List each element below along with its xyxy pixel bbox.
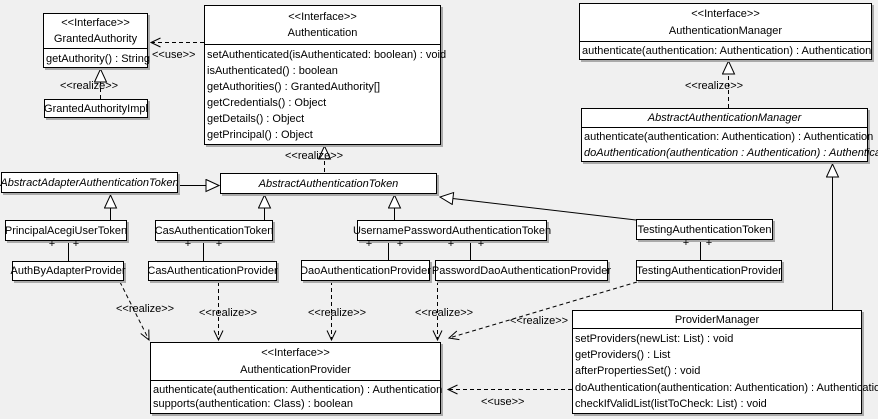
method: doAuthentication(authentication: Authent… xyxy=(575,381,878,394)
class-granted-authority-impl[interactable]: GrantedAuthorityImpl xyxy=(44,99,148,118)
method: getPrincipal() : Object xyxy=(207,129,313,141)
stereotype-label: <<Interface>> xyxy=(61,17,130,30)
class-name: CasAuthenticationToken xyxy=(154,224,274,237)
stereotype-label: <<Interface>> xyxy=(288,10,357,23)
edge-label-realize: <<realize>> xyxy=(308,307,367,319)
multiplicity-plus: + xyxy=(365,238,373,250)
edge-label-use: <<use>> xyxy=(481,396,525,408)
edge-label-realize: <<realize>> xyxy=(199,307,258,319)
edge-label-realize: <<realize>> xyxy=(415,307,474,319)
class-abstract-adapter-authentication-token[interactable]: AbstractAdapterAuthenticationToken xyxy=(0,172,179,193)
class-name: AbstractAuthenticationToken xyxy=(258,177,399,190)
class-testing-authentication-token[interactable]: TestingAuthenticationToken xyxy=(636,219,773,240)
class-name: GrantedAuthority xyxy=(53,32,138,45)
methods-compartment: setProviders(newList: List) : void getPr… xyxy=(573,328,878,414)
class-authentication-provider[interactable]: <<Interface>> AuthenticationProvider aut… xyxy=(150,342,443,414)
method: authenticate(authentication: Authenticat… xyxy=(582,45,872,57)
class-provider-manager[interactable]: ProviderManager setProviders(newList: Li… xyxy=(572,310,878,414)
methods-compartment: getAuthority() : String xyxy=(44,48,150,68)
edge-label-realize: <<realize>> xyxy=(60,80,119,92)
method: checkIfValidList(listToCheck: List) : vo… xyxy=(575,397,767,410)
method: getAuthority() : String xyxy=(46,52,150,65)
method: supports(authentication: Class) : boolea… xyxy=(153,398,353,411)
method: getAuthorities() : GrantedAuthority[] xyxy=(207,81,381,93)
methods-compartment: authenticate(authentication: Authenticat… xyxy=(580,41,871,60)
class-cas-authentication-provider[interactable]: CasAuthenticationProvider xyxy=(147,261,278,281)
class-name: AbstractAdapterAuthenticationToken xyxy=(0,176,179,189)
realize-testingProvider-to-authenticationProvider xyxy=(447,281,638,341)
multiplicity-plus: + xyxy=(72,238,80,250)
class-abstract-authentication-manager[interactable]: AbstractAuthenticationManager authentica… xyxy=(581,108,878,162)
class-header: AbstractAuthenticationManager xyxy=(582,109,867,127)
class-cas-authentication-token[interactable]: CasAuthenticationToken xyxy=(155,220,273,241)
stereotype-label: <<Interface>> xyxy=(261,347,330,360)
class-name: AuthenticationManager xyxy=(668,24,783,37)
realize-authByAdapterProvider-to-authenticationProvider xyxy=(119,281,150,342)
class-name: AuthenticationProvider xyxy=(240,363,351,376)
multiplicity-plus: + xyxy=(447,238,455,250)
class-auth-by-adapter-provider[interactable]: AuthByAdapterProvider xyxy=(10,261,126,281)
class-username-password-authentication-token[interactable]: UsernamePasswordAuthenticationToken xyxy=(353,220,551,241)
edge-label-realize: <<realize>> xyxy=(510,315,569,327)
class-header: ProviderManager xyxy=(573,311,861,328)
class-authentication-manager[interactable]: <<Interface>> AuthenticationManager auth… xyxy=(579,3,872,60)
class-name: UsernamePasswordAuthenticationToken xyxy=(352,224,552,237)
methods-compartment: authenticate(authentication: Authenticat… xyxy=(582,127,878,162)
edge-label-realize: <<realize>> xyxy=(285,150,344,162)
class-header: <<Interface>> GrantedAuthority xyxy=(44,14,147,48)
class-principal-acegi-user-token[interactable]: PrincipalAcegiUserToken xyxy=(5,220,127,241)
multiplicity-plus: + xyxy=(215,238,223,250)
class-testing-authentication-provider[interactable]: TestingAuthenticationProvider xyxy=(636,260,782,281)
class-name: TestingAuthenticationToken xyxy=(637,223,772,236)
class-name: Authentication xyxy=(287,27,358,40)
class-password-dao-authentication-provider[interactable]: PasswordDaoAuthenticationProvider xyxy=(431,260,612,281)
generalization-testingToken-to-abstractToken xyxy=(440,197,637,221)
method: afterPropertiesSet() : void xyxy=(575,365,701,378)
multiplicity-plus: + xyxy=(396,238,404,250)
class-dao-authentication-provider[interactable]: DaoAuthenticationProvider xyxy=(300,260,431,281)
method: doAuthentication(authentication : Authen… xyxy=(584,146,878,159)
multiplicity-plus: + xyxy=(682,237,690,249)
class-authentication[interactable]: <<Interface>> Authentication setAuthenti… xyxy=(204,5,447,145)
class-header: <<Interface>> Authentication xyxy=(205,6,440,44)
method: getProviders() : List xyxy=(575,349,671,362)
method: authenticate(authentication: Authenticat… xyxy=(584,131,874,144)
class-name: CasAuthenticationProvider xyxy=(147,265,278,277)
method: isAuthenticated() : boolean xyxy=(207,65,338,77)
class-name: AbstractAuthenticationManager xyxy=(647,112,802,124)
class-name: DaoAuthenticationProvider xyxy=(300,264,431,277)
method: authenticate(authentication: Authenticat… xyxy=(153,383,443,396)
method: setAuthenticated(isAuthenticated: boolea… xyxy=(207,49,447,61)
class-name: TestingAuthenticationProvider xyxy=(636,264,782,277)
class-header: <<Interface>> AuthenticationProvider xyxy=(151,343,440,380)
edge-label-use: <<use>> xyxy=(152,49,196,61)
edge-label-realize: <<realize>> xyxy=(116,303,175,315)
class-granted-authority[interactable]: <<Interface>> GrantedAuthority getAuthor… xyxy=(43,13,150,68)
class-abstract-authentication-token[interactable]: AbstractAuthenticationToken xyxy=(220,173,437,194)
methods-compartment: setAuthenticated(isAuthenticated: boolea… xyxy=(205,44,447,145)
methods-compartment: authenticate(authentication: Authenticat… xyxy=(151,380,443,413)
class-name: AuthByAdapterProvider xyxy=(10,265,126,277)
multiplicity-plus: + xyxy=(184,238,192,250)
class-name: ProviderManager xyxy=(674,313,760,326)
method: getCredentials() : Object xyxy=(207,97,327,109)
multiplicity-plus: + xyxy=(477,238,485,250)
edge-label-realize: <<realize>> xyxy=(685,80,744,92)
multiplicity-plus: + xyxy=(48,238,56,250)
class-name: PrincipalAcegiUserToken xyxy=(4,224,128,237)
stereotype-label: <<Interface>> xyxy=(691,8,760,21)
method: getDetails() : Object xyxy=(207,113,305,125)
multiplicity-plus: + xyxy=(705,237,713,249)
class-name: GrantedAuthorityImpl xyxy=(44,102,148,115)
class-header: <<Interface>> AuthenticationManager xyxy=(580,4,871,41)
method: setProviders(newList: List) : void xyxy=(575,333,734,346)
class-name: PasswordDaoAuthenticationProvider xyxy=(431,264,612,277)
